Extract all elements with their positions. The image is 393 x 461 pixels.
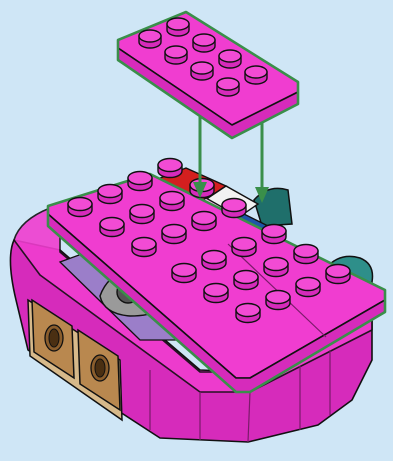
big-plate-stud (326, 265, 350, 284)
big-plate-stud (222, 199, 246, 218)
small-plate-stud (219, 50, 241, 68)
big-plate-stud (236, 304, 260, 323)
big-plate-stud (266, 291, 290, 310)
big-plate-stud (232, 238, 256, 257)
big-plate-stud (68, 198, 92, 217)
small-plate-stud (217, 78, 239, 96)
small-plate-stud (193, 34, 215, 52)
big-plate-stud (264, 258, 288, 277)
big-plate-stud (132, 238, 156, 257)
big-plate-stud (128, 172, 152, 191)
big-plate-stud (158, 159, 182, 178)
big-plate-stud (160, 192, 184, 211)
big-plate-stud (100, 218, 124, 237)
round-hole-2-inner (95, 359, 105, 377)
big-plate-stud (192, 212, 216, 231)
small-plate-stud (167, 18, 189, 36)
small-plate-stud (191, 62, 213, 80)
big-plate-stud (204, 284, 228, 303)
big-plate-stud (202, 251, 226, 270)
round-hole-1-inner (49, 329, 59, 347)
big-plate-stud (234, 271, 258, 290)
big-plate-stud (262, 225, 286, 244)
small-plate-stud (245, 66, 267, 84)
big-plate-stud (296, 278, 320, 297)
small-plate-stud (165, 46, 187, 64)
big-plate-stud (98, 185, 122, 204)
big-plate-stud (172, 264, 196, 283)
small-plate-stud (139, 30, 161, 48)
big-plate-stud (130, 205, 154, 224)
big-plate-stud (162, 225, 186, 244)
big-plate-stud (294, 245, 318, 264)
